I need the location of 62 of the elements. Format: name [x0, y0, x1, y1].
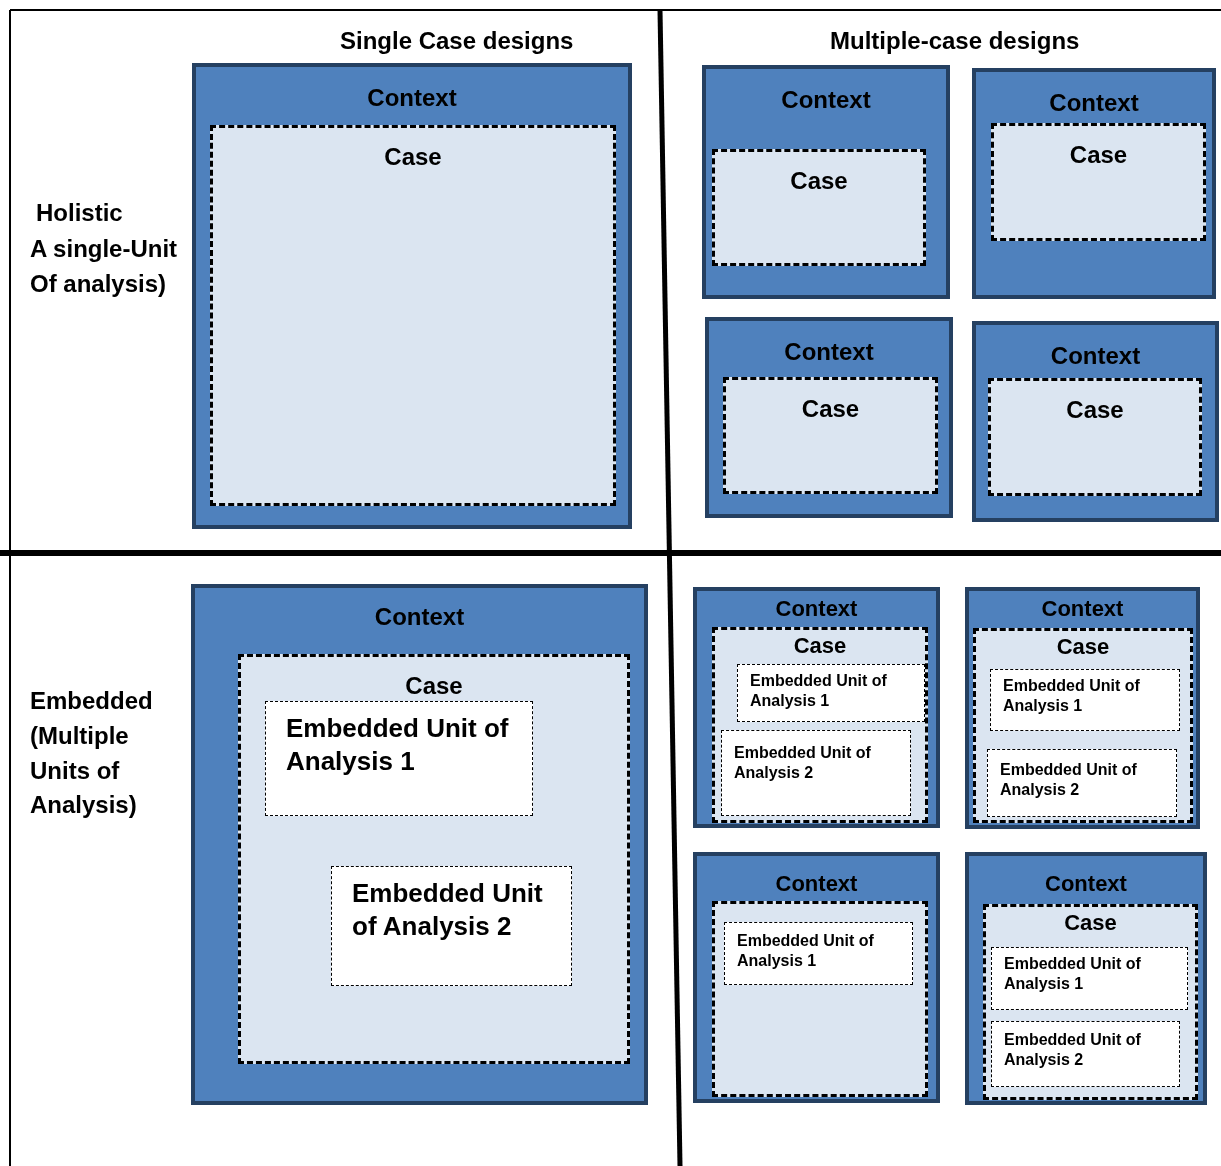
embedded-unit-box — [991, 1021, 1180, 1087]
context-box — [972, 321, 1219, 522]
embedded-unit-box — [737, 664, 925, 722]
embedded-unit-box — [721, 730, 911, 816]
embedded-unit-label: Embedded Unit of Analysis 1 — [750, 671, 888, 711]
case-label: Case — [789, 166, 849, 196]
case-box — [238, 654, 630, 1064]
column-header: Multiple-case designs — [830, 26, 1081, 56]
context-box — [192, 63, 632, 529]
embedded-unit-box — [987, 749, 1177, 817]
embedded-unit-label: Embedded Unit of Analysis 2 — [734, 743, 872, 783]
context-box — [702, 65, 950, 299]
context-label: Context — [1040, 595, 1125, 623]
case-label: Case — [383, 142, 443, 172]
context-box — [693, 852, 940, 1103]
context-box — [965, 587, 1200, 829]
case-label: Case — [800, 394, 861, 424]
embedded-unit-box — [331, 866, 572, 986]
context-label: Context — [366, 83, 458, 113]
case-label: Case — [1063, 909, 1118, 937]
embedded-unit-label: Embedded Unit of Analysis 2 — [1000, 760, 1138, 800]
case-box — [712, 901, 928, 1097]
context-label: Context — [780, 85, 872, 115]
context-box — [965, 852, 1207, 1105]
context-label: Context — [373, 602, 466, 632]
case-box — [988, 378, 1202, 496]
case-label: Case — [792, 632, 848, 660]
embedded-unit-box — [990, 669, 1180, 731]
embedded-unit-label: Embedded Unit of Analysis 2 — [1004, 1030, 1142, 1070]
case-box — [973, 628, 1193, 823]
case-label: Case — [1055, 633, 1111, 661]
case-box — [210, 125, 616, 506]
context-label: Context — [1048, 88, 1140, 118]
case-box — [991, 123, 1206, 241]
context-box — [191, 584, 648, 1105]
case-label: Case — [404, 671, 464, 701]
embedded-unit-label: Embedded Unit of Analysis 1 — [1004, 954, 1142, 994]
context-label: Context — [774, 870, 859, 898]
case-box — [723, 377, 938, 494]
row-header: A single-Unit Of analysis) — [30, 234, 179, 299]
case-box — [712, 149, 926, 266]
context-label: Context — [1044, 870, 1128, 898]
context-box — [972, 68, 1216, 299]
case-label: Case — [1068, 140, 1129, 170]
case-box — [712, 627, 928, 823]
embedded-unit-box — [724, 922, 913, 985]
row-header: Embedded (Multiple Units of Analysis) — [30, 686, 154, 821]
context-label: Context — [1049, 341, 1142, 371]
case-label: Case — [1065, 395, 1125, 425]
case-box — [983, 904, 1198, 1100]
embedded-unit-label: Embedded Unit of Analysis 1 — [1003, 676, 1141, 716]
embedded-unit-label: Embedded Unit of Analysis 1 — [737, 931, 875, 971]
embedded-unit-box — [265, 701, 533, 816]
embedded-unit-label: Embedded Unit of Analysis 1 — [286, 712, 510, 777]
embedded-unit-box — [991, 947, 1188, 1010]
embedded-unit-label: Embedded Unit of Analysis 2 — [352, 877, 544, 942]
row-header: Holistic — [36, 198, 124, 228]
column-header: Single Case designs — [340, 26, 575, 56]
context-label: Context — [783, 337, 875, 367]
context-box — [693, 587, 940, 828]
context-box — [705, 317, 953, 518]
context-label: Context — [774, 595, 859, 623]
